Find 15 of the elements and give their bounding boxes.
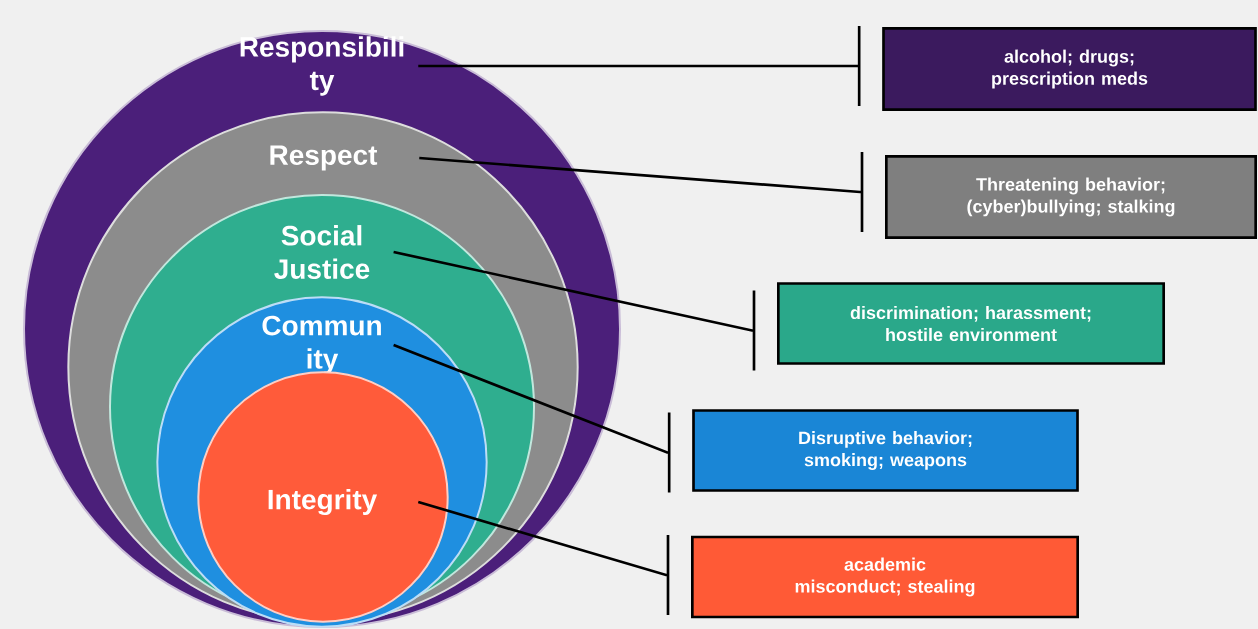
- leader-line: [393, 250, 755, 332]
- circle-label: Commun ity: [262, 315, 381, 375]
- text-box: Disruptive behavior; smoking; weapons: [692, 409, 1079, 492]
- leader-line: [419, 156, 863, 194]
- leader-line: [393, 343, 670, 454]
- leader-line: [417, 500, 669, 577]
- circle-label: Social Justice: [274, 225, 370, 279]
- text-box: alcohol; drugs; prescription meds: [882, 27, 1257, 111]
- circle-label: Integrity: [268, 488, 378, 516]
- text-box: discrimination; harassment; hostile environment: [777, 282, 1165, 365]
- circle-label: Respect: [270, 145, 378, 171]
- leader-line: [418, 64, 860, 68]
- text-box: academic misconduct; stealing: [691, 535, 1079, 619]
- text-box: Threatening behavior; (cyber)bullying; stalking: [885, 155, 1257, 239]
- circle-label: Responsibili ty: [240, 36, 404, 96]
